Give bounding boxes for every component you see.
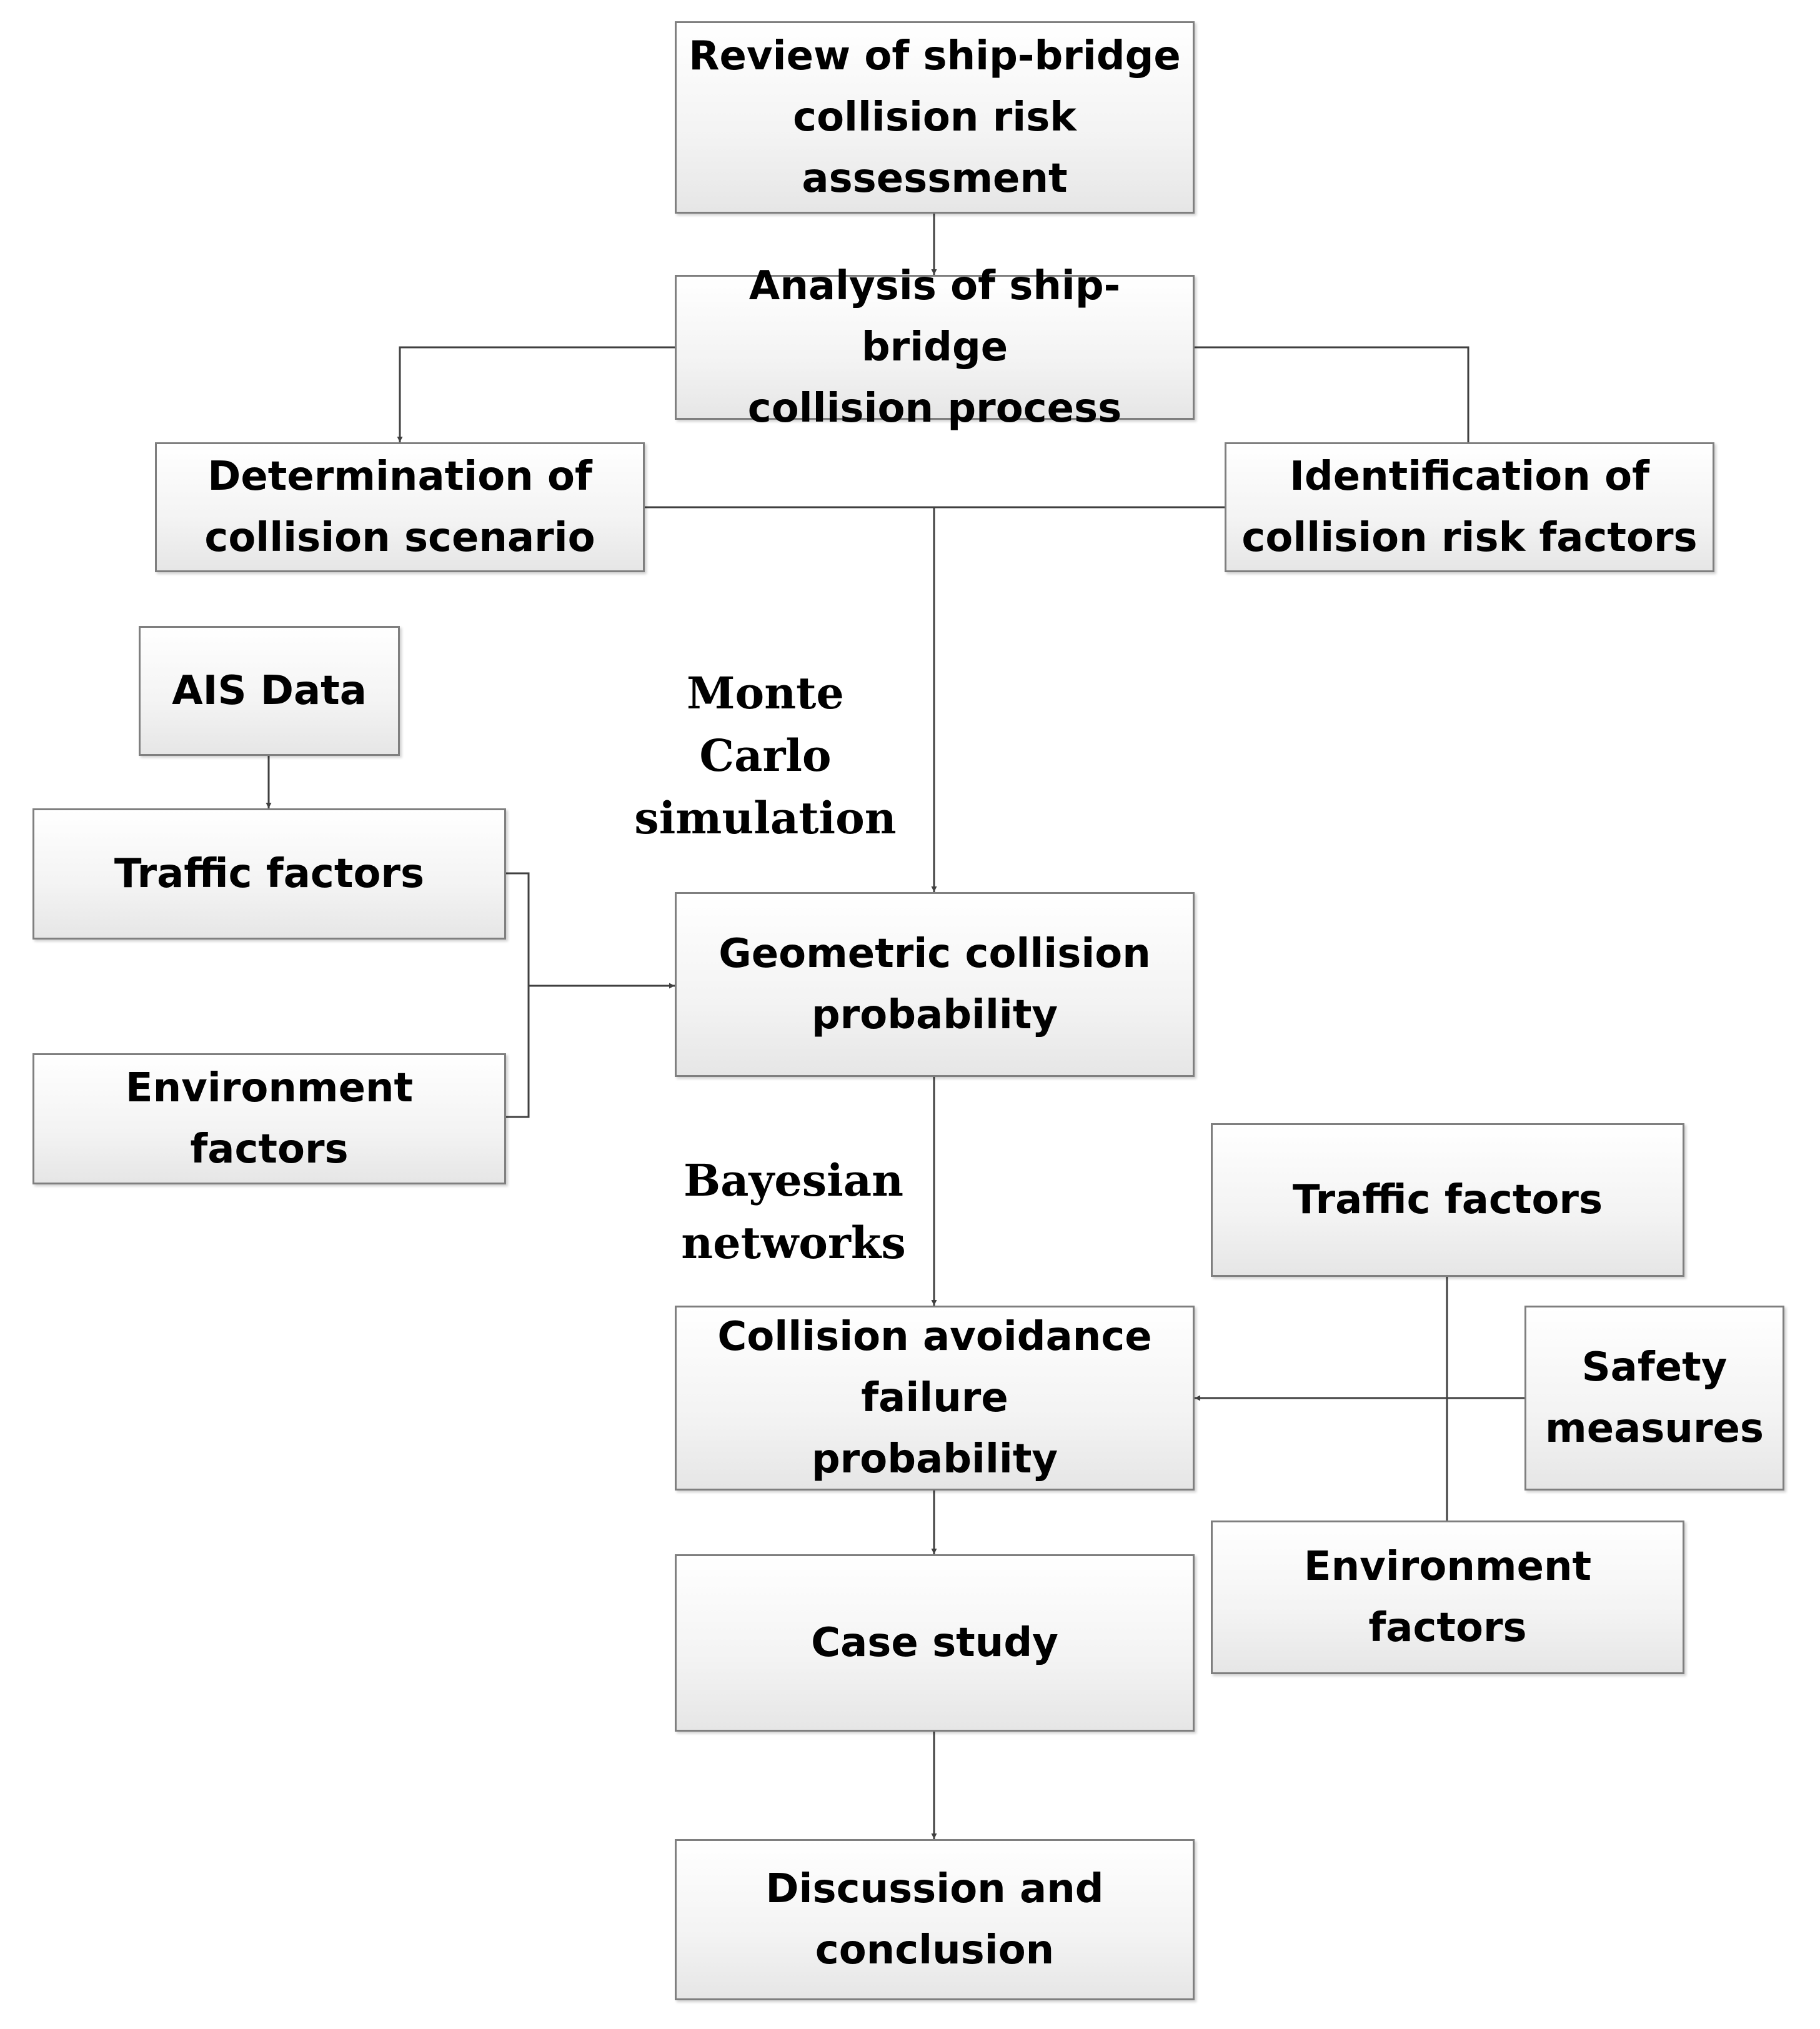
ais-data-node: AIS Data <box>139 626 400 756</box>
avoidance-failure-node: Collision avoidance failure probability <box>675 1306 1195 1491</box>
geometric-probability-node: Geometric collision probability <box>675 892 1195 1077</box>
bayesian-networks-label: Bayesian networks <box>681 1154 906 1269</box>
case-study-node: Case study <box>675 1554 1195 1732</box>
traffic-factors-right-node: Traffic factors <box>1211 1123 1684 1277</box>
traffic-factors-left-node: Traffic factors <box>32 808 506 940</box>
discussion-conclusion-node: Discussion and conclusion <box>675 1839 1195 2000</box>
scenario-node: Determination of collision scenario <box>155 442 645 572</box>
review-node: Review of ship-bridge collision risk ass… <box>675 21 1195 214</box>
risk-factors-node: Identification of collision risk factors <box>1225 442 1714 572</box>
line-analysis-to-risk-factors <box>1193 346 1469 442</box>
analysis-node: Analysis of ship-bridge collision proces… <box>675 263 1195 432</box>
safety-measures-node: Safety measures <box>1524 1306 1784 1491</box>
environment-factors-left-node: Environment factors <box>32 1053 506 1184</box>
monte-carlo-label: Monte Carlo simulation <box>634 667 897 844</box>
arrow-analysis-to-scenario <box>397 346 675 442</box>
line-traffic-left-bracket <box>506 872 530 1118</box>
environment-factors-right-node: Environment factors <box>1211 1521 1684 1674</box>
